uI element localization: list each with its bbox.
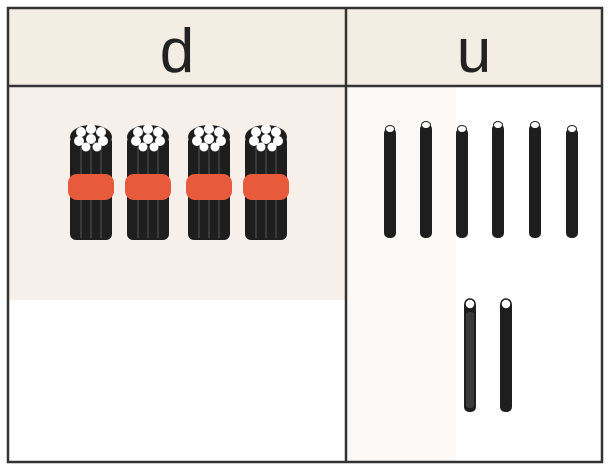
unit-stick bbox=[420, 122, 432, 239]
tens-cell-background bbox=[8, 86, 346, 300]
bundle-4 bbox=[243, 124, 289, 240]
units-cell-background bbox=[346, 86, 456, 462]
units-sticks-bottom bbox=[464, 299, 512, 412]
unit-stick bbox=[566, 126, 578, 239]
unit-stick bbox=[456, 126, 468, 239]
unit-stick bbox=[529, 122, 541, 239]
column-header-tens: d bbox=[160, 17, 194, 86]
unit-stick bbox=[384, 126, 396, 239]
column-header-units: u bbox=[457, 17, 491, 86]
bundle-1 bbox=[68, 124, 114, 240]
bundle-3 bbox=[186, 124, 232, 240]
unit-stick bbox=[464, 299, 476, 412]
unit-stick bbox=[500, 299, 512, 412]
bundle-band bbox=[243, 174, 289, 200]
unit-stick bbox=[492, 122, 504, 239]
header-background bbox=[8, 8, 602, 86]
bundle-band bbox=[68, 174, 114, 200]
bundle-2 bbox=[125, 124, 171, 240]
bundle-band bbox=[186, 174, 232, 200]
bundle-band bbox=[125, 174, 171, 200]
